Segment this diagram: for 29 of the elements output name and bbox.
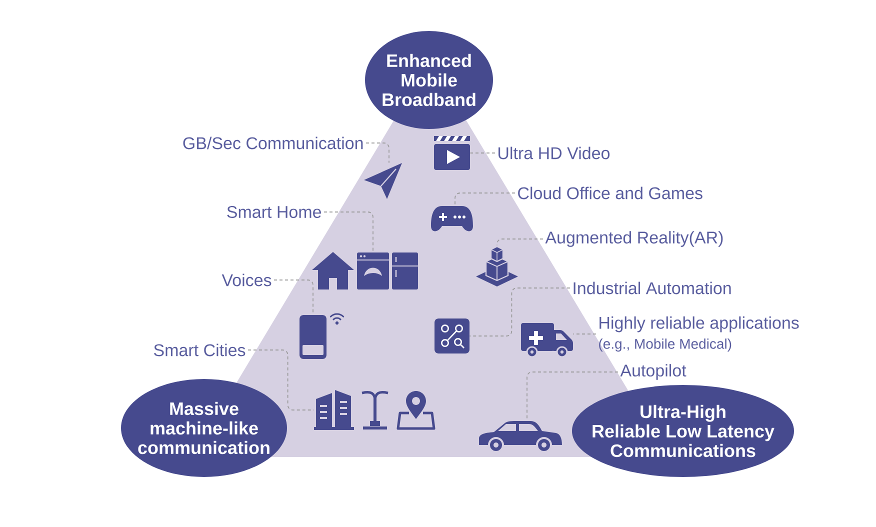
leader-line: [496, 238, 544, 246]
buildings-icon: [314, 390, 354, 430]
gamepad-icon: [431, 206, 473, 232]
leader-line: [526, 372, 618, 420]
callout-text: Cloud Office and Games: [518, 186, 702, 200]
ambulance-icon: [521, 323, 573, 358]
leader-line: [248, 350, 314, 410]
callout-text: Industrial Automation: [574, 282, 731, 294]
callout-text: Highly reliable applications (e.g., Mobile Medical): [599, 316, 799, 352]
network-icon: [434, 318, 470, 354]
leader-line: [470, 152, 496, 154]
leader-line: [454, 192, 516, 206]
callout-text: Ultra HD Video: [498, 146, 610, 160]
cube-stack-icon: [476, 246, 518, 286]
callout-text: Augmented Reality(AR): [545, 231, 723, 247]
video-clapper-icon: [434, 136, 470, 170]
paper-plane-icon: [364, 163, 402, 199]
callout-text: Voices: [222, 274, 272, 286]
leader-line: [469, 288, 570, 336]
smart-speaker-icon: [300, 315, 326, 359]
callout-text: Autopilot: [620, 364, 686, 380]
leader-line: [324, 212, 374, 253]
callout-text: Smart Cities: [154, 344, 246, 356]
car-icon: [479, 421, 562, 453]
oven-icon: [356, 252, 390, 290]
leader-line: [274, 280, 314, 316]
callout-text: GB/Sec Communication: [183, 136, 363, 150]
leader-line: [366, 142, 390, 164]
callout-text: Smart Home: [227, 206, 322, 218]
